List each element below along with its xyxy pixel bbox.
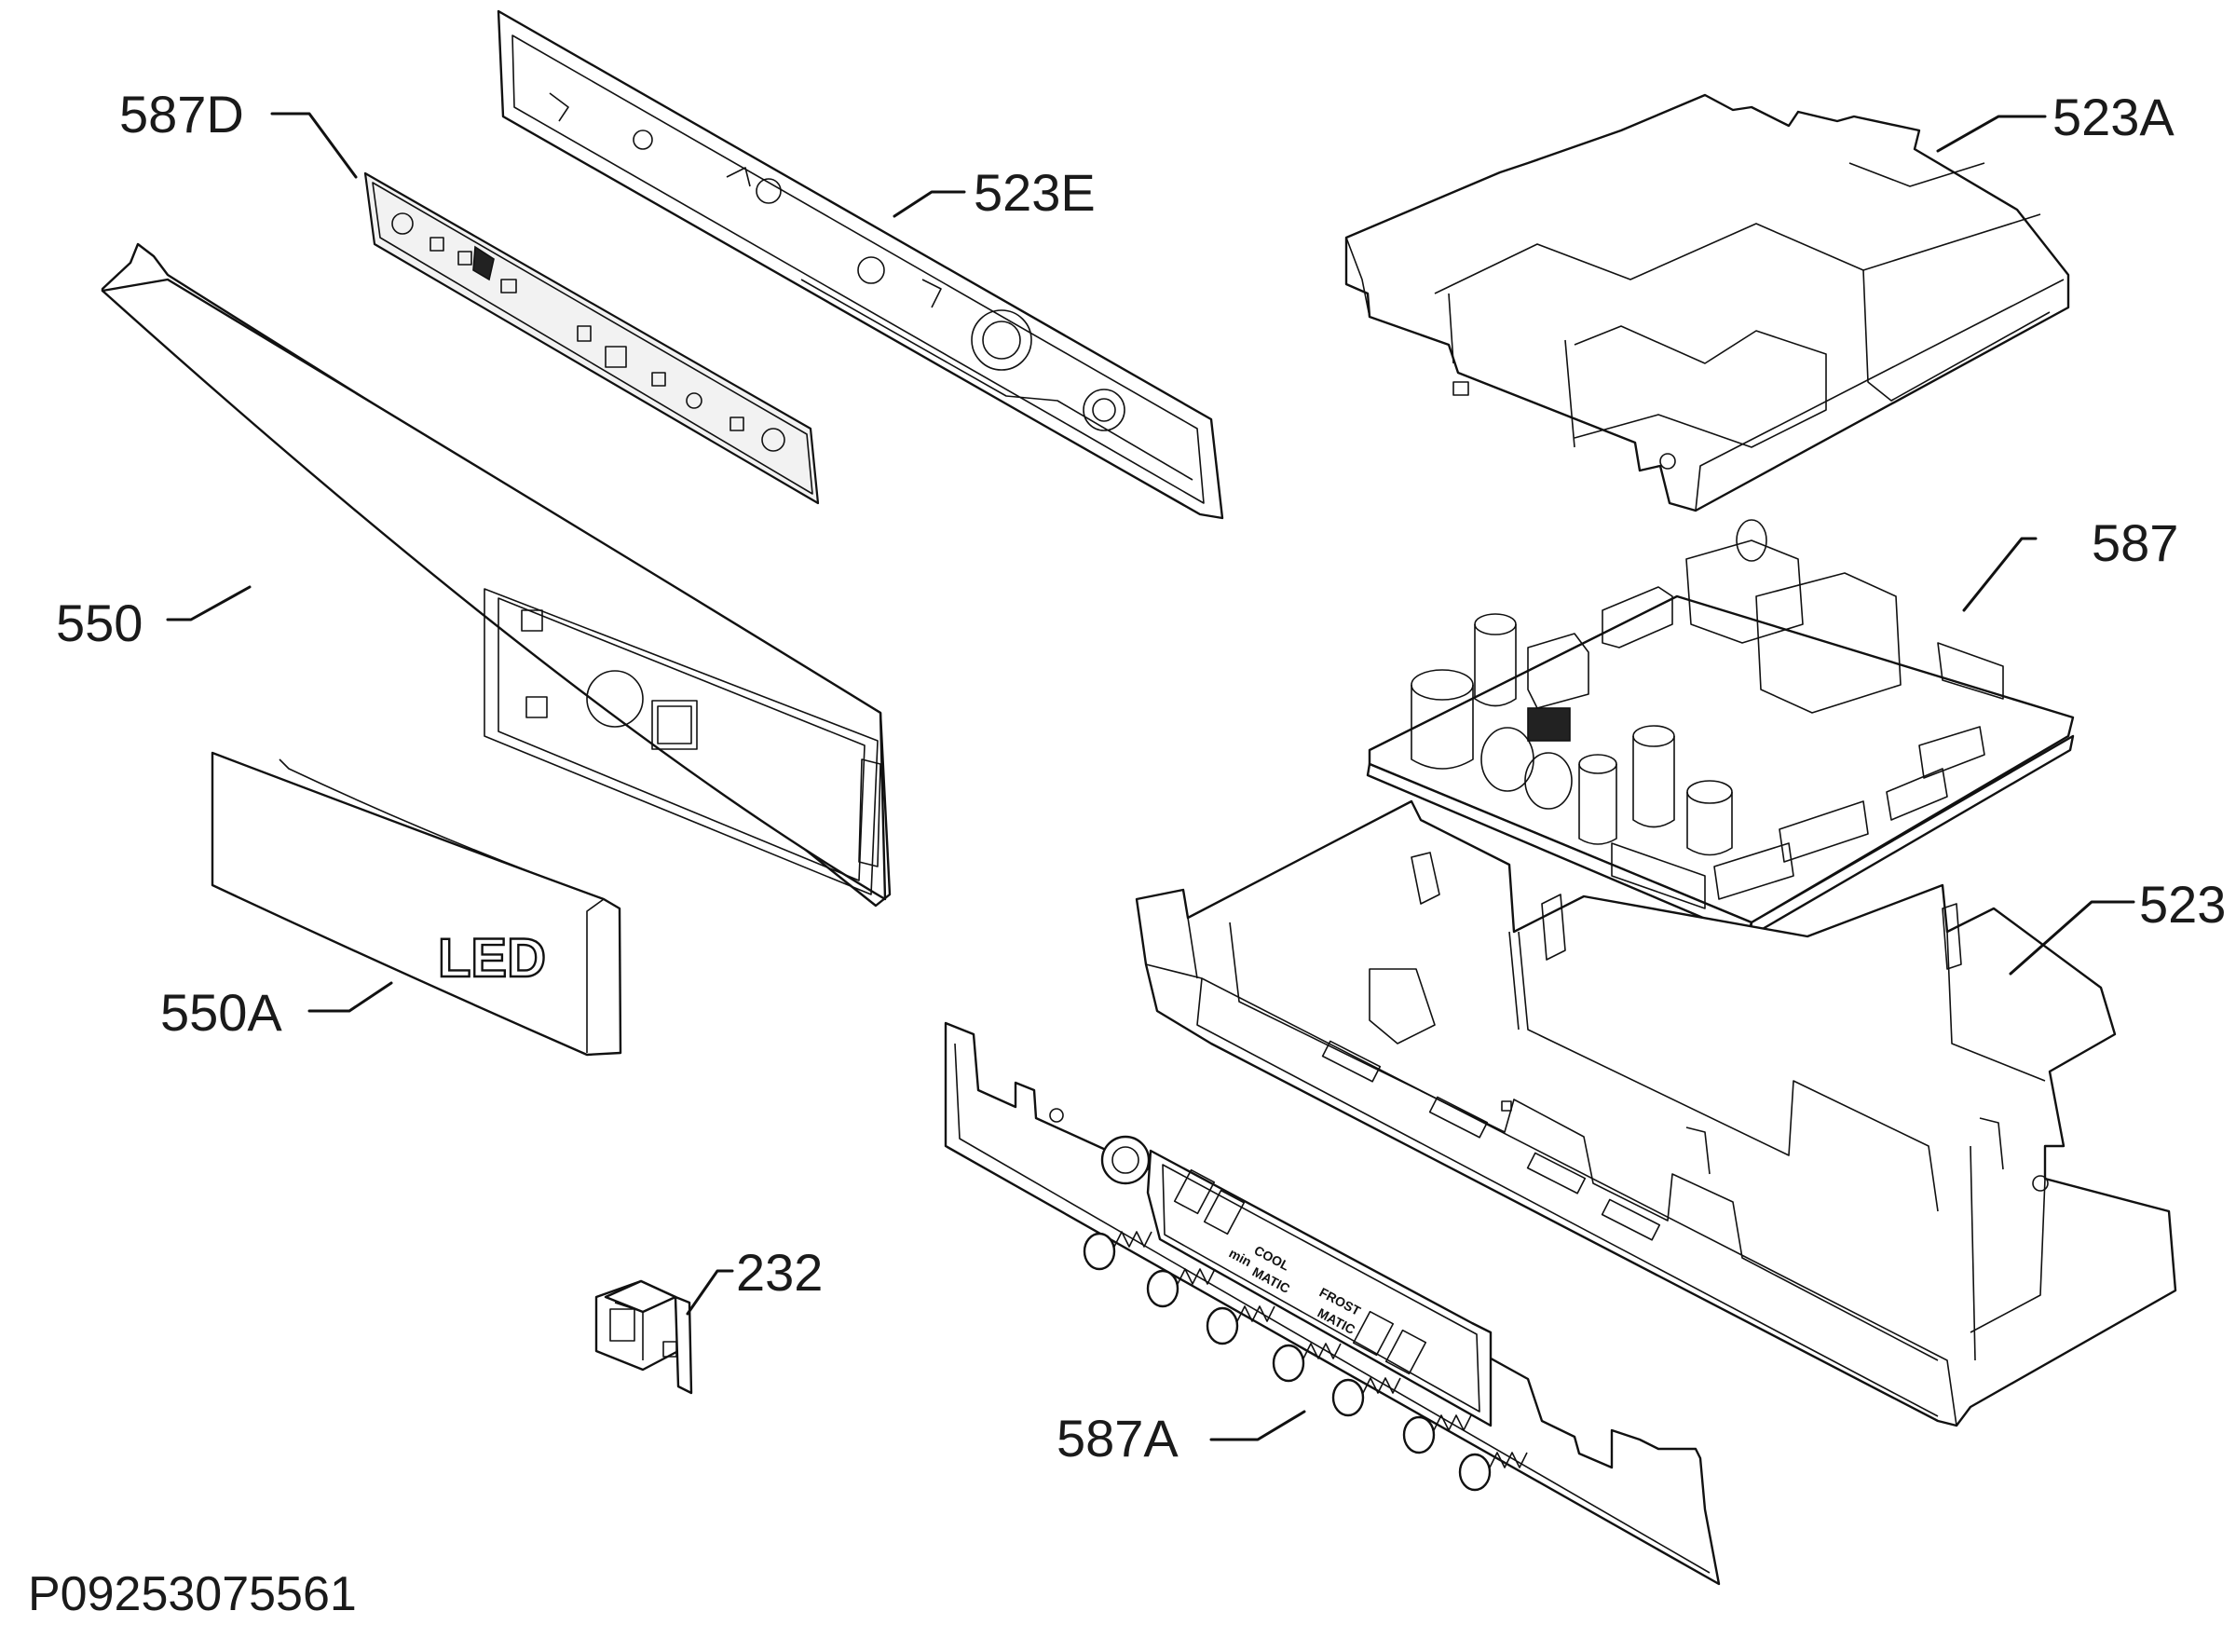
leader-232 [686,1269,734,1316]
callout-587d: 587D [119,85,244,143]
leader-523a [1936,115,2047,153]
callout-labels: 587D 523E 523A 587 550 523 550A 232 587A [56,85,2226,1468]
callout-587a: 587A [1057,1409,1179,1468]
part-550a-led-cover: LED [211,751,622,1057]
leader-523 [2009,900,2135,976]
part-523e-top-frame [497,9,1224,520]
leader-587d [270,112,358,179]
drawing-id: P09253075561 [28,1567,357,1621]
leader-550 [166,585,252,621]
callout-550: 550 [56,594,143,652]
part-587-main-pcb [1366,519,2075,938]
part-232-switch [594,1279,693,1395]
push-buttons [1083,1231,1528,1492]
callout-550a: 550A [160,983,282,1042]
leader-550a [307,981,393,1013]
callout-523e: 523E [974,163,1096,222]
callout-232: 232 [736,1243,823,1302]
part-587d-button-pcb [363,171,820,505]
leader-587a [1209,1410,1306,1441]
part-550-front-cover [101,242,892,908]
part-587a-display-board: COOL MATIC min FROST MATIC [944,1021,1721,1586]
callout-523a: 523A [2052,88,2175,146]
leader-523e [893,190,966,218]
leader-587 [1962,537,2038,612]
callout-587: 587 [2092,513,2178,572]
part-523a-housing-cover [1344,93,2070,512]
callout-523: 523 [2139,875,2226,934]
leader-lines [166,112,2135,1441]
led-marking: LED [438,928,546,989]
part-523-lower-housing [1135,799,2177,1427]
